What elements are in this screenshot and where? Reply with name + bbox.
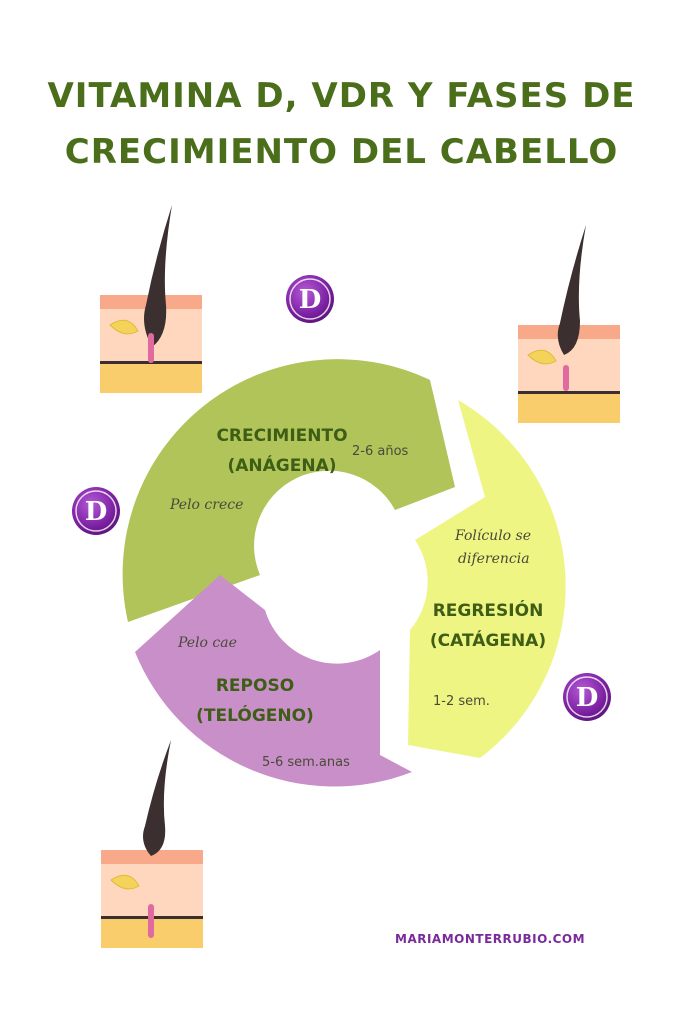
anagen-subtitle: (ANÁGENA) xyxy=(227,454,336,476)
site-url: MARIAMONTERRUBIO.COM xyxy=(395,932,586,946)
anagen-duration: 2-6 años xyxy=(352,444,409,459)
catagen-segment xyxy=(408,400,566,758)
anagen-segment xyxy=(122,359,455,622)
telogen-duration: 5-6 sem.anas xyxy=(262,755,350,770)
hair-follicle-icon xyxy=(517,225,621,424)
catagen-note-line-2: diferencia xyxy=(458,551,530,567)
catagen-subtitle: (CATÁGENA) xyxy=(430,629,546,651)
svg-text:D: D xyxy=(299,285,322,315)
telogen-title: REPOSO xyxy=(216,676,294,696)
svg-text:D: D xyxy=(85,497,108,527)
vitamin-d-icon: D xyxy=(563,673,611,721)
anagen-title: CRECIMIENTO xyxy=(216,426,347,446)
anagen-note: Pelo crece xyxy=(169,497,243,513)
telogen-note: Pelo cae xyxy=(177,635,237,651)
catagen-note-line-1: Folículo se xyxy=(454,528,531,544)
svg-text:D: D xyxy=(576,683,599,713)
vitamin-d-icon: D xyxy=(286,275,334,323)
page-title-line-1: VITAMINA D, VDR Y FASES DE xyxy=(47,76,636,116)
telogen-segment xyxy=(135,575,412,787)
hair-follicle-icon xyxy=(100,740,204,949)
vitamin-d-icon: D xyxy=(72,487,120,535)
catagen-duration: 1-2 sem. xyxy=(433,694,490,709)
page-title-line-2: CRECIMIENTO DEL CABELLO xyxy=(64,132,619,172)
telogen-subtitle: (TELÓGENO) xyxy=(196,704,314,726)
hair-follicle-icon xyxy=(99,205,203,394)
catagen-title: REGRESIÓN xyxy=(433,599,544,621)
